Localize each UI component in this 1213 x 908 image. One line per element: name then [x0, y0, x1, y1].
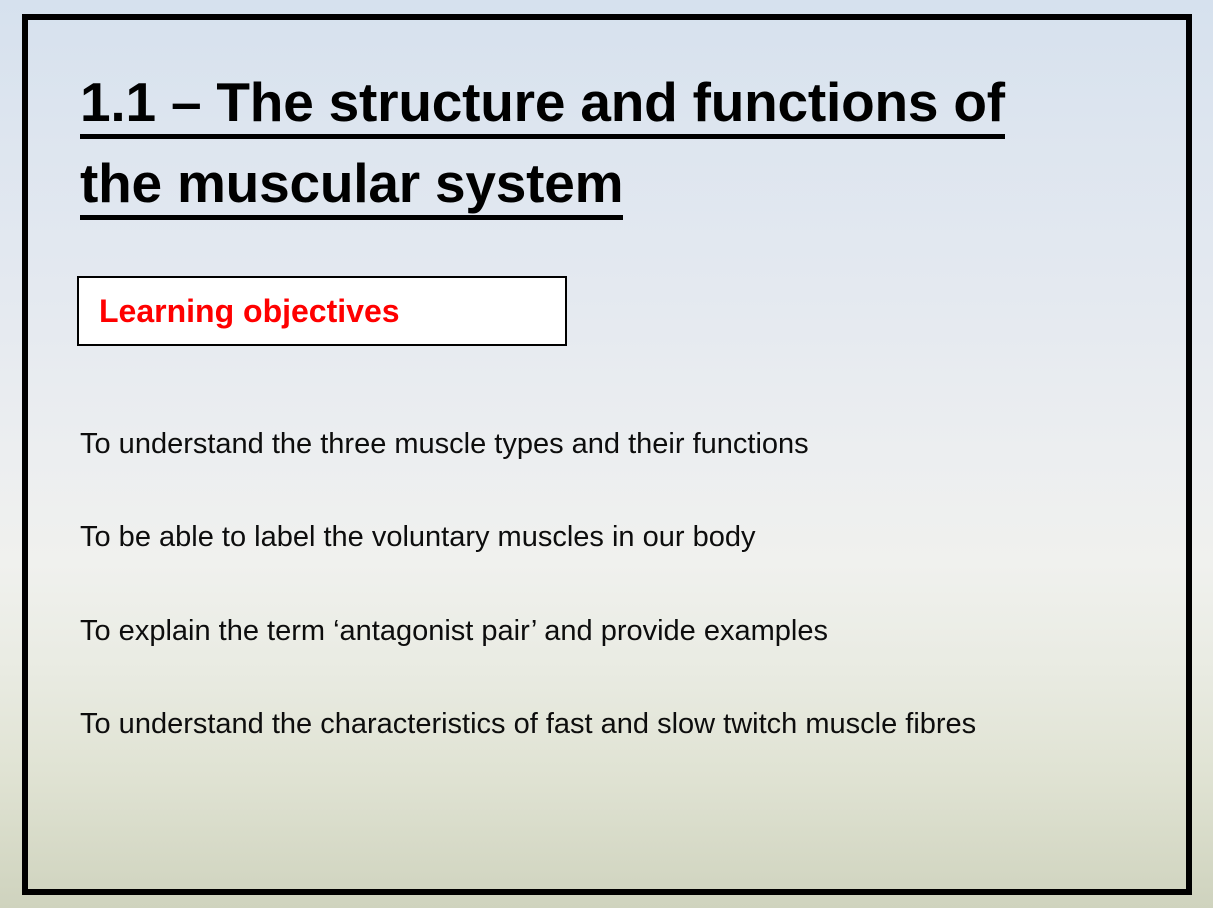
- slide-title-line-1: 1.1 – The structure and functions of: [80, 62, 1140, 143]
- learning-objectives-box: Learning objectives: [77, 276, 567, 346]
- slide-content-area: 1.1 – The structure and functions of the…: [28, 20, 1186, 889]
- learning-objectives-label: Learning objectives: [99, 293, 400, 329]
- slide-title-line-2: the muscular system: [80, 143, 1140, 224]
- slide-title: 1.1 – The structure and functions of the…: [80, 62, 1140, 225]
- objectives-list: To understand the three muscle types and…: [80, 392, 1100, 748]
- objective-item: To understand the characteristics of fas…: [80, 708, 977, 741]
- objective-item: To understand the three muscle types and…: [80, 428, 809, 460]
- slide-frame-border: 1.1 – The structure and functions of the…: [22, 14, 1192, 895]
- slide-title-line-1-text: 1.1 – The structure and functions of: [80, 71, 1005, 139]
- objective-item: To explain the term ‘antagonist pair’ an…: [80, 614, 828, 647]
- slide-title-line-2-text: the muscular system: [80, 152, 624, 221]
- objective-item: To be able to label the voluntary muscle…: [80, 521, 756, 554]
